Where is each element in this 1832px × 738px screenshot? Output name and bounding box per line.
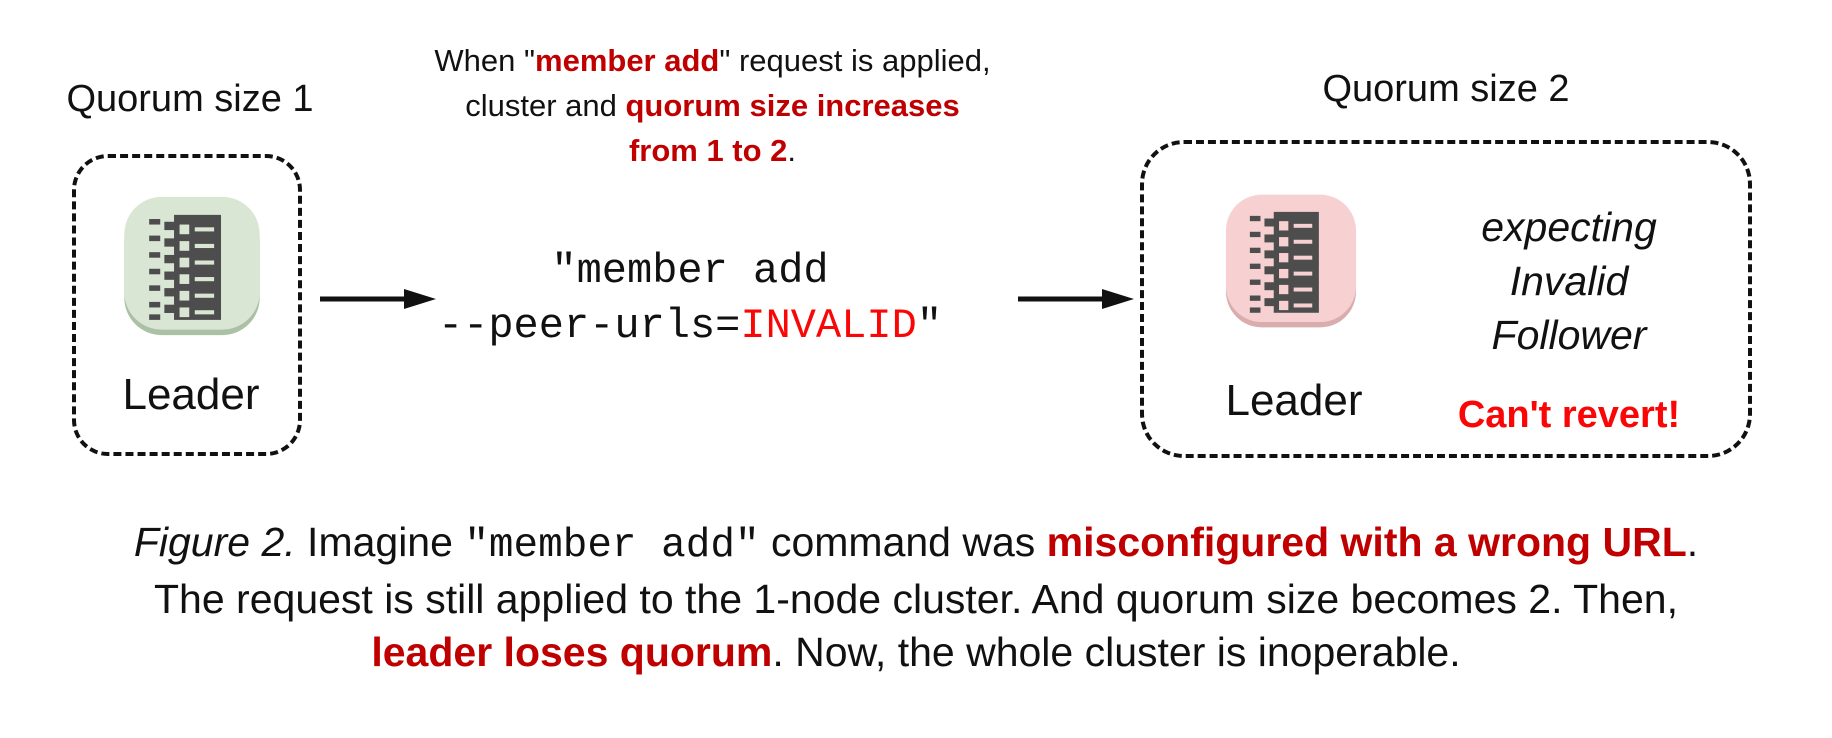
command-line-2: --peer-urls=INVALID" <box>437 302 943 350</box>
server-icon <box>116 190 268 342</box>
leader-label-left: Leader <box>122 370 260 419</box>
left-cluster-box: Leader <box>72 154 302 456</box>
member-add-command: "member add --peer-urls=INVALID" <box>395 244 985 354</box>
server-icon <box>1218 188 1364 334</box>
expecting-line-2: Invalid <box>1509 258 1629 304</box>
annotation-line-2: cluster and quorum size increases <box>465 88 960 123</box>
right-cluster-box: Leader expecting Invalid Follower Can't … <box>1140 140 1752 458</box>
caption-line-3: leader loses quorum. Now, the whole clus… <box>371 629 1461 675</box>
expecting-line-3: Follower <box>1491 312 1647 358</box>
left-cluster-title: Quorum size 1 <box>66 78 314 120</box>
expecting-line-1: expecting <box>1481 204 1657 250</box>
cant-revert-warning: Can't revert! <box>1457 394 1681 436</box>
arrow-right-icon <box>1018 289 1134 309</box>
member-add-annotation: When "member add" request is applied, cl… <box>420 38 1005 173</box>
expecting-invalid-follower-note: expecting Invalid Follower <box>1424 200 1714 362</box>
caption-line-2: The request is still applied to the 1-no… <box>154 576 1678 622</box>
figure-caption: Figure 2. Imagine "member add" command w… <box>0 516 1832 679</box>
annotation-line-1: When "member add" request is applied, <box>434 43 991 78</box>
command-line-1: "member add <box>551 247 829 295</box>
right-cluster-title: Quorum size 2 <box>1322 68 1570 110</box>
leader-label-right: Leader <box>1225 376 1363 425</box>
annotation-line-3: from 1 to 2. <box>628 133 797 168</box>
arrow-right-icon <box>320 289 436 309</box>
caption-line-1: Figure 2. Imagine "member add" command w… <box>133 519 1699 569</box>
